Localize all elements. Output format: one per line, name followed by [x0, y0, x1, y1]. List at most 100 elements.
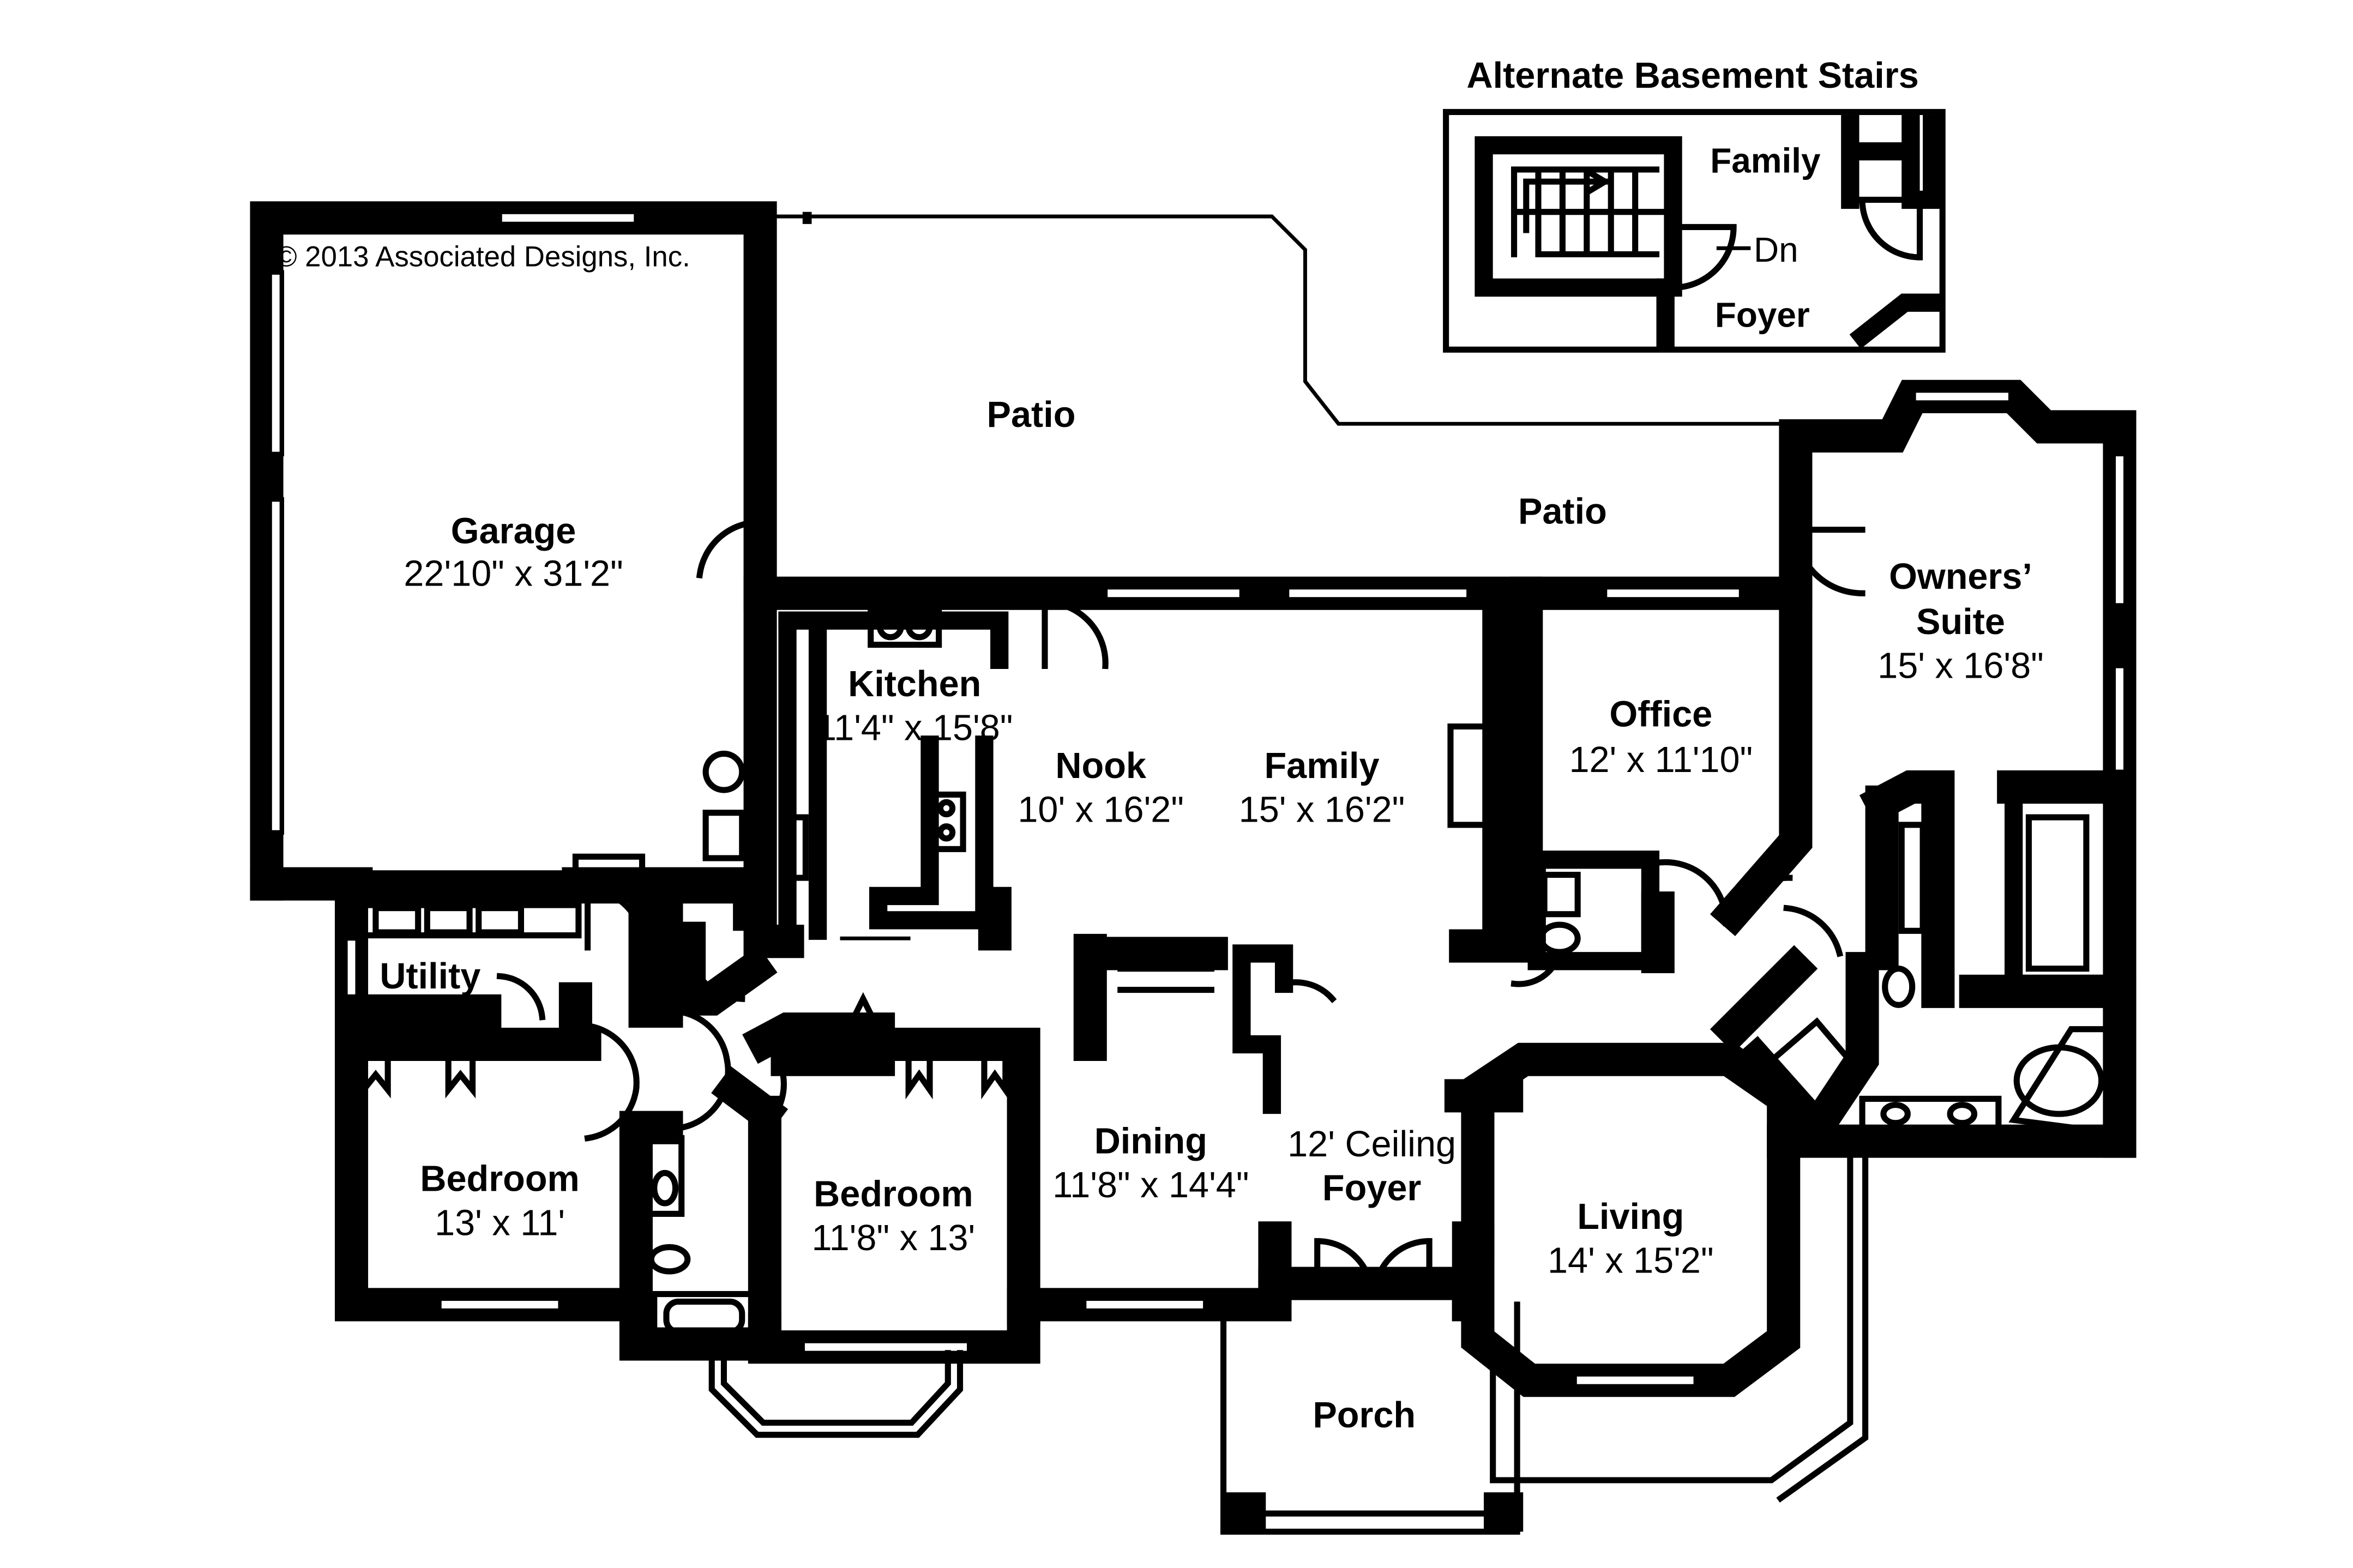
suite-tub: [2013, 1044, 2105, 1117]
bedroom-left-door: [564, 1022, 640, 1142]
living-walkway: [1490, 1141, 1869, 1503]
utility-garage-door: [585, 886, 646, 951]
bedroom-center-door: [760, 1037, 787, 1109]
garage-furnace: [702, 810, 745, 861]
suite-tub-deck: [2008, 1026, 2111, 1136]
porch-label: Porch: [1313, 1395, 1416, 1436]
dining-label: Dining: [1094, 1121, 1207, 1161]
fixtures: [360, 605, 2111, 1343]
copyright-notice: © 2013 Associated Designs, Inc.: [276, 241, 690, 273]
suite-toilet: [1882, 966, 1916, 1008]
porch: [1220, 1141, 1869, 1535]
kitchen-island: [869, 735, 1012, 951]
hall-bath-toilet: [648, 1244, 691, 1275]
garage-water-heater: [702, 750, 745, 793]
garage-size: 22'10" x 31'2": [404, 553, 623, 594]
office-size: 12' x 11'10": [1569, 740, 1753, 780]
suite-vanity: [1859, 1095, 2002, 1132]
kitchen-size: 11'4" x 15'8": [816, 708, 1013, 748]
hall-bathtub-basin: [663, 1298, 745, 1335]
kitchen-counter-top: [778, 611, 1009, 670]
door-swings: [360, 511, 1865, 1299]
living-size: 14' x 15'2": [1548, 1241, 1714, 1281]
utility-door: [496, 973, 546, 1021]
inset-stairwell: [1475, 136, 1682, 297]
office-bath-sink: [1541, 872, 1581, 918]
foyer-closet-door: [1280, 979, 1337, 1004]
nook-size: 10' x 16'2": [1018, 789, 1184, 830]
fireplace-hearth-bottom: [1487, 794, 1532, 822]
foyer-ceiling-note: 12' Ceiling: [1287, 1124, 1456, 1165]
kitchen-sink: [868, 605, 942, 648]
south-west-walls: [335, 870, 1485, 1364]
closet-bifold-doors: [360, 1056, 1009, 1100]
dining-window: [1081, 1296, 1208, 1313]
hall-closet-walls: [672, 921, 778, 1016]
owners-suite-label-line1: Owners’: [1889, 557, 2032, 597]
washer: [372, 905, 422, 936]
interior-walls: [335, 576, 2137, 1356]
inset-foyer-label: Foyer: [1715, 295, 1810, 335]
inset-stair-treads: [1511, 166, 1676, 257]
suite-window-upper: [2111, 451, 2128, 608]
bedroom-left-size: 13' x 11': [435, 1203, 565, 1243]
garage-window-top: [497, 209, 639, 227]
dining-hutch-shelves: [1117, 966, 1214, 993]
suite-closets: [1859, 770, 2129, 1008]
inset-stair-arrow: [1523, 168, 1611, 233]
office-bath-toilet: [1538, 921, 1581, 955]
inset-wall-upper-right: [1841, 114, 1944, 209]
living-label: Living: [1577, 1197, 1684, 1237]
fireplace-hearth-top: [1487, 726, 1532, 754]
patio-lower-label: Patio: [1518, 492, 1607, 532]
kitchen-label: Kitchen: [848, 664, 981, 704]
porch-outline: [1220, 1301, 1520, 1535]
refrigerator: [781, 814, 809, 881]
cooktop: [926, 791, 966, 852]
hall-bath-door: [663, 1008, 731, 1131]
family-size: 15' x 16'2": [1239, 789, 1405, 830]
bedroom-center-size: 11'8" x 13': [812, 1218, 976, 1258]
bedroom-bay-window: [708, 1350, 964, 1438]
office-bath-door: [1511, 950, 1563, 987]
patio-post: [802, 212, 812, 224]
bedroom-left-label: Bedroom: [420, 1159, 579, 1199]
nook-door: [1042, 599, 1109, 670]
foyer-label: Foyer: [1322, 1168, 1421, 1208]
family-window: [1284, 584, 1471, 602]
office-door-right: [1729, 875, 1793, 917]
utility-label: Utility: [380, 956, 480, 997]
windows: [267, 209, 2128, 1389]
nook-label: Nook: [1055, 746, 1146, 786]
suite-closet-shelf-left: [1898, 822, 1926, 934]
patio-outline: [760, 212, 1789, 426]
porch-post-right: [1484, 1492, 1524, 1532]
living-north-walls: [1461, 1042, 1801, 1258]
inset-wall-lower: [1656, 278, 1944, 349]
burner-1: [937, 799, 956, 818]
suite-bath-walls: [1959, 974, 2137, 1158]
office-window: [1602, 584, 1744, 602]
bedroom-left-window: [437, 1296, 563, 1313]
porch-post-left: [1223, 1492, 1266, 1532]
suite-window-lower: [2111, 664, 2128, 774]
labels: © 2013 Associated Designs, Inc. Patio Pa…: [276, 241, 2044, 1436]
hall-bath-vanity: [645, 1135, 685, 1217]
dryer: [424, 905, 473, 936]
inset-door-swing: [1670, 224, 1737, 291]
inset-door-right: [1859, 196, 1923, 261]
suite-entry-door: [1783, 904, 1844, 957]
hall-bathtub: [651, 1290, 757, 1343]
bedroom-center-label: Bedroom: [814, 1174, 973, 1215]
bedroom-center-window: [800, 1338, 972, 1355]
sink-bowl-right: [905, 613, 933, 641]
office-label: Office: [1609, 695, 1712, 735]
inset-frame: [1443, 108, 1946, 353]
dining-size: 11'8" x 14'4": [1052, 1165, 1249, 1205]
burner-2: [937, 823, 956, 842]
hall-closet-door: [685, 943, 745, 1002]
hall-bath-angle: [711, 1066, 789, 1136]
hall-bath-basin: [651, 1169, 679, 1207]
patio-edge-upper: [760, 214, 1789, 426]
